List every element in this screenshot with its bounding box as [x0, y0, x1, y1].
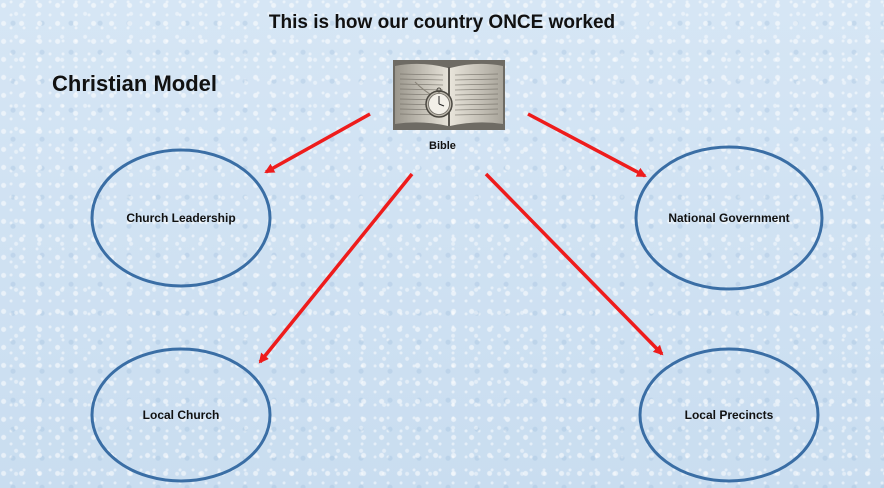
slide-title: This is how our country ONCE worked [268, 12, 616, 33]
national-government-label: National Government [668, 211, 789, 225]
local-precincts-label: Local Precincts [685, 408, 774, 422]
arrow-to-local-church [258, 172, 414, 364]
church-leadership-label: Church Leadership [126, 211, 235, 225]
local-church-label: Local Church [143, 408, 220, 422]
national-government-node [634, 145, 824, 291]
local-church-node [90, 347, 272, 483]
bible-label: Bible [429, 140, 456, 152]
local-precincts-node [638, 347, 820, 483]
bible-with-pocket-watch-image [393, 60, 505, 130]
arrow-to-local-precincts [484, 172, 664, 356]
arrow-to-national-government [527, 112, 647, 178]
arrow-to-church-leadership [264, 112, 371, 174]
church-leadership-node [90, 148, 272, 288]
model-label: Christian Model [52, 71, 218, 96]
